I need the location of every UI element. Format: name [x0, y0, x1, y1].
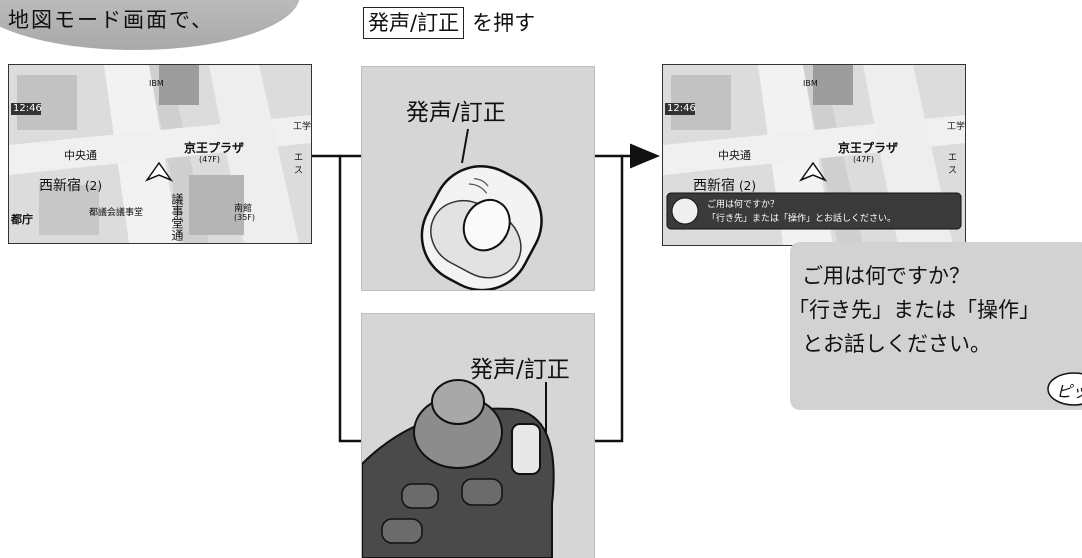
- building-label: 京王プラザ: [184, 141, 245, 155]
- panel-bottom-label: 発声/訂正: [470, 357, 570, 383]
- voice-dialog-line1: ご用は何ですか？: [707, 200, 780, 210]
- voice-guidance-box: ご用は何ですか？ 「行き先」または「操作」 とお話しください。: [788, 242, 1082, 410]
- beep-sound-text: ピッ: [1056, 382, 1082, 401]
- steering-switch-illustration: [362, 379, 555, 558]
- talk-switch-illustration: [420, 128, 543, 290]
- guidance-line1: ご用は何ですか？: [802, 264, 970, 288]
- ibm-label: IBM: [803, 79, 818, 88]
- talk-switch-panel: 発声/訂正: [361, 66, 595, 291]
- kou-label: 工学: [293, 122, 312, 132]
- intro-bubble-text: 地図モード画面で、: [8, 8, 215, 32]
- instruction: 発声/訂正を押す: [363, 7, 535, 39]
- street-vertical-label: 議事堂通: [170, 193, 184, 241]
- clock-display: 12:46: [667, 103, 696, 114]
- talk-key-label: 発声/訂正: [363, 7, 465, 39]
- south-label: 南館: [234, 204, 253, 214]
- building-floors: (47F): [853, 155, 875, 164]
- map-screen-before: 12:46 中央通 京王プラザ (47F) 西新宿(2) 都庁 都議会議事堂 I…: [8, 64, 312, 244]
- steering-switch-panel: 発声/訂正: [361, 313, 595, 558]
- guidance-line2: 「行き先」または「操作」: [788, 298, 1040, 322]
- clock-display: 12:46: [13, 103, 42, 114]
- tocho-label: 都庁: [11, 213, 33, 226]
- area-name: 西新宿(2): [39, 178, 102, 194]
- council-label: 都議会議事堂: [89, 208, 144, 218]
- east-label: エス: [948, 153, 958, 176]
- east-label: エス: [294, 153, 304, 176]
- street-label: 中央通: [718, 149, 751, 162]
- street-label: 中央通: [64, 149, 97, 162]
- instruction-action: を押す: [472, 11, 536, 35]
- ibm-label: IBM: [149, 79, 164, 88]
- area-name: 西新宿(2): [693, 178, 756, 194]
- beep-sound-icon: ピッ: [1044, 370, 1082, 408]
- south-floors: (35F): [234, 213, 256, 222]
- map-screen-after: 12:46 中央通 京王プラザ (47F) 西新宿(2) IBM エス 工学 ご…: [662, 64, 966, 246]
- building-floors: (47F): [199, 155, 221, 164]
- kou-label: 工学: [947, 122, 966, 132]
- guidance-line3: とお話しください。: [802, 332, 991, 356]
- building-label: 京王プラザ: [838, 141, 899, 155]
- voice-dialog-line2: 「行き先」または「操作」とお話しください。: [707, 214, 897, 224]
- panel-top-label: 発声/訂正: [406, 100, 506, 126]
